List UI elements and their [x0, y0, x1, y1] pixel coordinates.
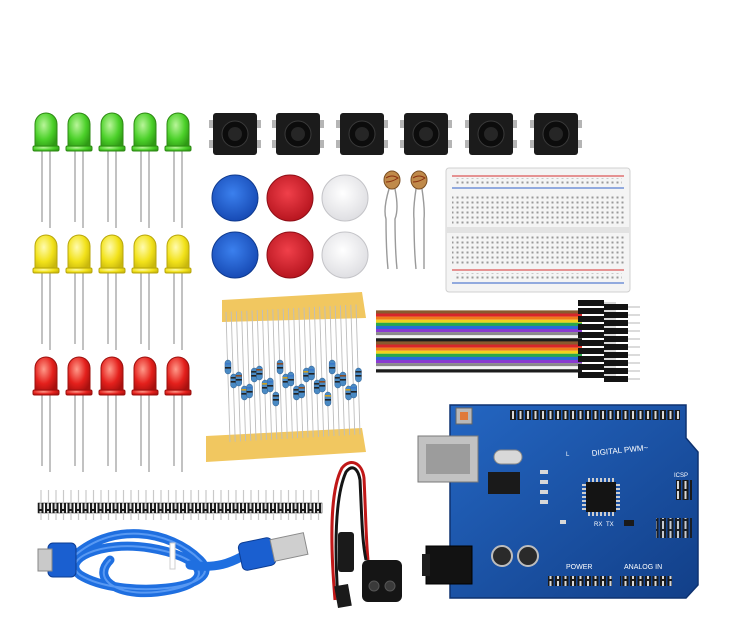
jumper-connector	[604, 328, 640, 334]
digital-header	[510, 410, 680, 420]
jumper-connector	[578, 316, 616, 322]
jumper-connector	[578, 324, 616, 330]
usb-cable	[37, 529, 309, 598]
resistor	[328, 359, 336, 375]
green-led	[164, 112, 192, 228]
blue-cap	[211, 231, 259, 279]
tactile-switch	[336, 113, 388, 155]
red-cap	[266, 174, 314, 222]
battery-clip-adapter	[330, 461, 402, 609]
jumper-connector	[604, 344, 640, 350]
green-led	[131, 112, 159, 228]
rx-label: RX	[594, 522, 602, 528]
resistor	[319, 377, 326, 393]
yellow-led	[131, 234, 159, 350]
photoresistor	[410, 170, 428, 270]
jumper-connector	[604, 352, 640, 358]
power-label: POWER	[566, 564, 592, 571]
jumper-connector	[604, 360, 640, 366]
icsp-label: ICSP	[674, 473, 688, 479]
photoresistor-group	[383, 170, 428, 270]
tactile-switch	[400, 113, 452, 155]
uno-board: DIGITAL PWM~ POWER ANALOG IN ICSP TX RX …	[417, 404, 699, 599]
tactile-switch	[272, 113, 324, 155]
jumper-connector	[604, 376, 640, 382]
usb-serial-chip	[488, 472, 520, 494]
resistor	[246, 383, 253, 399]
red-led	[98, 356, 126, 472]
jumper-connector	[604, 336, 640, 342]
yellow-led	[98, 234, 126, 350]
jumper-connector	[578, 340, 616, 346]
resistor	[350, 383, 357, 399]
resistor	[324, 391, 332, 407]
resistor	[293, 385, 300, 401]
jumper-connector	[604, 304, 640, 310]
resistor	[313, 379, 321, 395]
jumper-connector	[578, 308, 616, 314]
button-cap-group	[211, 174, 369, 279]
blue-cap	[211, 174, 259, 222]
tactile-switch	[530, 113, 582, 155]
microcontroller-chip	[586, 482, 616, 512]
photoresistor	[383, 170, 401, 270]
tactile-switch-group	[209, 113, 582, 155]
yellow-led	[32, 234, 60, 350]
white-cap	[321, 231, 369, 279]
resistor	[287, 371, 295, 387]
resistor	[276, 359, 284, 375]
green-led	[98, 112, 126, 228]
jumper-connector	[578, 372, 616, 378]
resistor	[261, 379, 269, 395]
red-led	[131, 356, 159, 472]
jumper-connector	[578, 300, 616, 306]
battery-snap	[362, 560, 402, 602]
tx-label: TX	[606, 522, 614, 528]
analog-header	[620, 576, 672, 586]
red-led	[65, 356, 93, 472]
jumper-connector	[604, 312, 640, 318]
red-led	[32, 356, 60, 472]
power-header	[548, 576, 612, 586]
icsp-header	[676, 480, 692, 500]
jumper-wire-ribbon	[376, 300, 640, 382]
jumper-connector	[578, 356, 616, 362]
red-led	[164, 356, 192, 472]
resistor-pack	[206, 292, 366, 462]
green-led	[32, 112, 60, 228]
tactile-switch	[465, 113, 517, 155]
red-cap	[266, 231, 314, 279]
jumper-connector	[578, 364, 616, 370]
capacitor	[517, 545, 539, 567]
l-led-label: L	[566, 452, 570, 458]
dc-power-jack	[425, 545, 473, 585]
resistor	[224, 359, 232, 375]
yellow-led	[65, 234, 93, 350]
resistor	[241, 385, 248, 401]
green-led	[65, 112, 93, 228]
jumper-connector	[578, 332, 616, 338]
resistor	[355, 367, 362, 383]
resistor	[339, 371, 347, 387]
jumper-connector	[578, 348, 616, 354]
tactile-switch	[209, 113, 261, 155]
resistor	[298, 383, 305, 399]
breadboard	[445, 167, 631, 293]
pin-header-strip	[37, 490, 323, 520]
white-cap	[321, 174, 369, 222]
resistor	[256, 365, 263, 381]
capacitor	[491, 545, 513, 567]
jumper-connector	[604, 320, 640, 326]
jumper-connector	[604, 368, 640, 374]
resistor	[345, 385, 352, 401]
resistor	[266, 377, 274, 393]
resistor	[235, 371, 243, 387]
analog-in-label: ANALOG IN	[624, 564, 662, 571]
resistor	[272, 391, 280, 407]
led-group	[32, 112, 192, 472]
yellow-led	[164, 234, 192, 350]
resistor	[308, 365, 315, 381]
